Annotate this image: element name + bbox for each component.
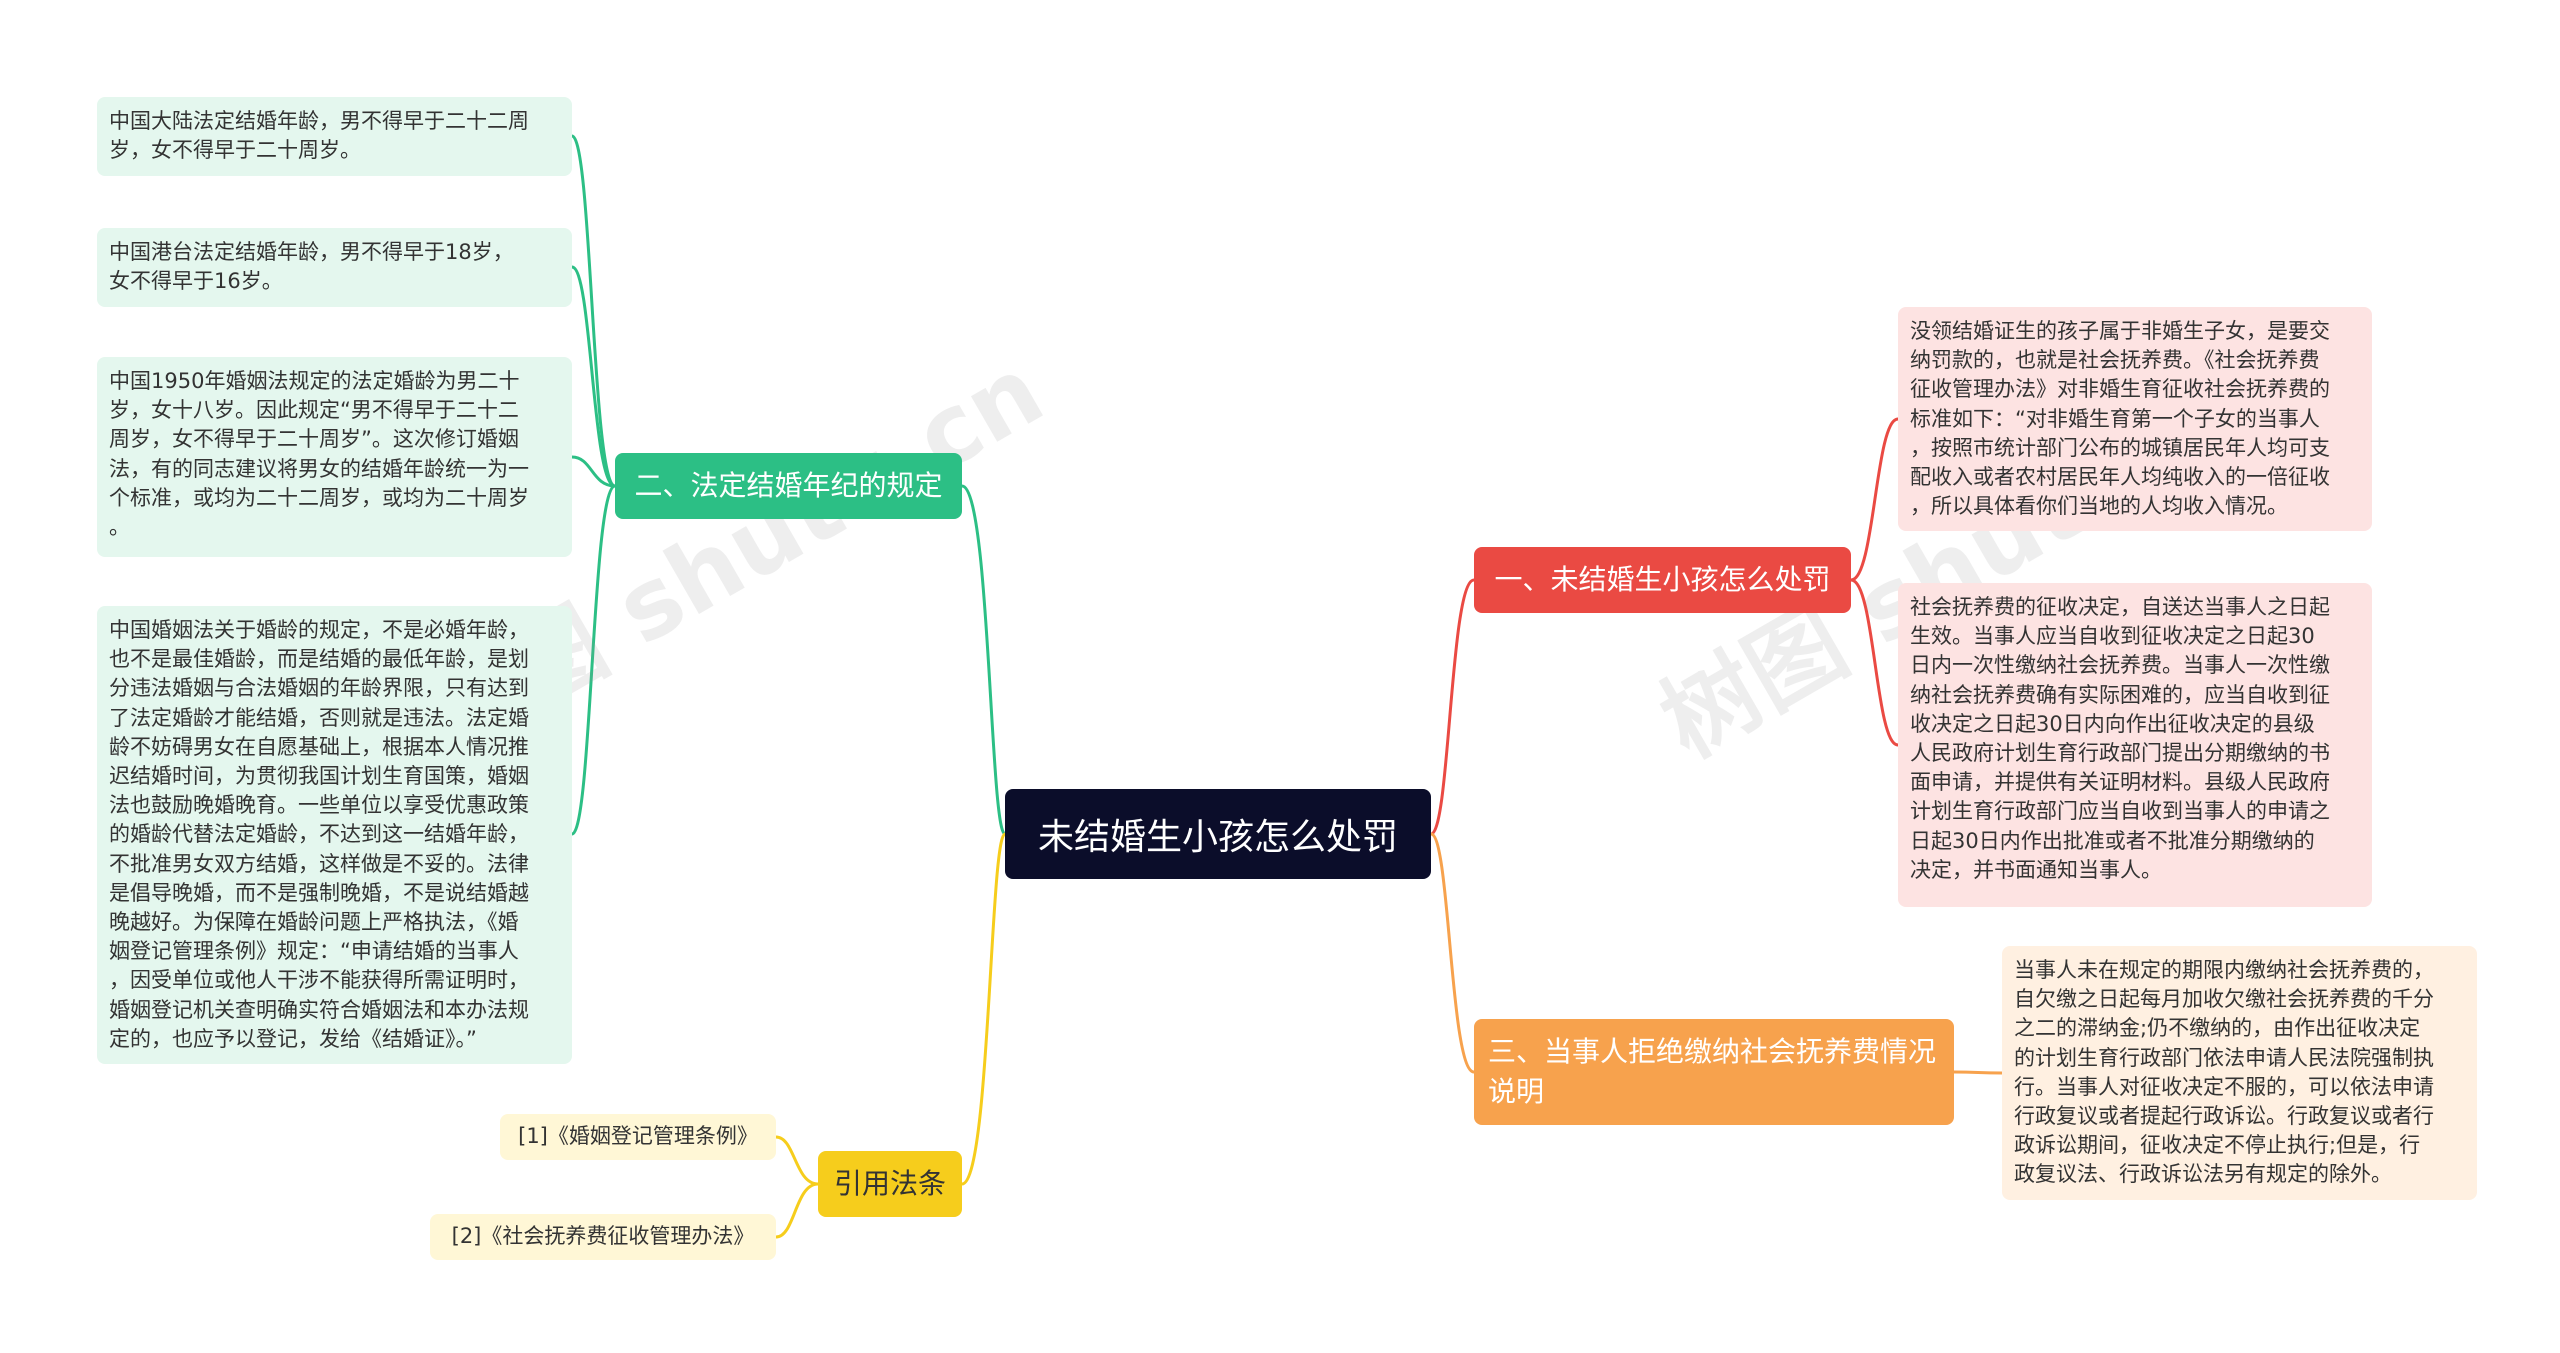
leaf-legal-age-mainland[interactable]: 中国大陆法定结婚年龄，男不得早于二十二周 岁，女不得早于二十周岁。 (97, 97, 572, 176)
branch-penalty[interactable]: 一、未结婚生小孩怎么处罚 (1474, 547, 1851, 613)
connector-center-orange (1430, 832, 1475, 1074)
connector-green-leaf-1 (570, 134, 617, 488)
branch-cited-laws[interactable]: 引用法条 (818, 1151, 962, 1217)
branch-refuse-to-pay[interactable]: 三、当事人拒绝缴纳社会抚养费情况说明 (1474, 1019, 1954, 1125)
leaf-legal-age-hk-taiwan[interactable]: 中国港台法定结婚年龄，男不得早于18岁， 女不得早于16岁。 (97, 228, 572, 307)
leaf-refuse-to-pay-details[interactable]: 当事人未在规定的期限内缴纳社会抚养费的， 自欠缴之日起每月加收欠缴社会抚养费的千… (2002, 946, 2477, 1200)
leaf-legal-age-1950-law[interactable]: 中国1950年婚姻法规定的法定婚龄为男二十 岁，女十八岁。因此规定“男不得早于二… (97, 357, 572, 557)
leaf-cited-law-1[interactable]: [1]《婚姻登记管理条例》 (500, 1114, 776, 1160)
connector-green-leaf-3 (571, 455, 616, 488)
leaf-penalty-social-fee[interactable]: 没领结婚证生的孩子属于非婚生子女，是要交 纳罚款的，也就是社会抚养费。《社会抚养… (1898, 307, 2372, 531)
central-topic[interactable]: 未结婚生小孩怎么处罚 (1005, 789, 1431, 879)
connector-center-green (961, 484, 1007, 836)
connector-yellow-leaf-2 (775, 1182, 819, 1239)
connector-green-leaf-4 (570, 484, 617, 836)
leaf-penalty-payment-decision[interactable]: 社会抚养费的征收决定，自送达当事人之日起 生效。当事人应当自收到征收决定之日起3… (1898, 583, 2372, 907)
connector-green-leaf-2 (571, 265, 616, 488)
connector-red-leaf-2 (1850, 578, 1899, 747)
leaf-legal-age-explanation[interactable]: 中国婚姻法关于婚龄的规定，不是必婚年龄， 也不是最佳婚龄，而是结婚的最低年龄，是… (97, 606, 572, 1064)
connector-center-red (1430, 578, 1475, 836)
connector-orange-leaf-1 (1953, 1070, 2003, 1075)
connector-center-yellow (961, 832, 1007, 1186)
leaf-cited-law-2[interactable]: [2]《社会抚养费征收管理办法》 (430, 1214, 776, 1260)
branch-legal-marriage-age[interactable]: 二、法定结婚年纪的规定 (615, 453, 962, 519)
connector-yellow-leaf-1 (775, 1135, 819, 1186)
connector-red-leaf-1 (1850, 417, 1899, 582)
